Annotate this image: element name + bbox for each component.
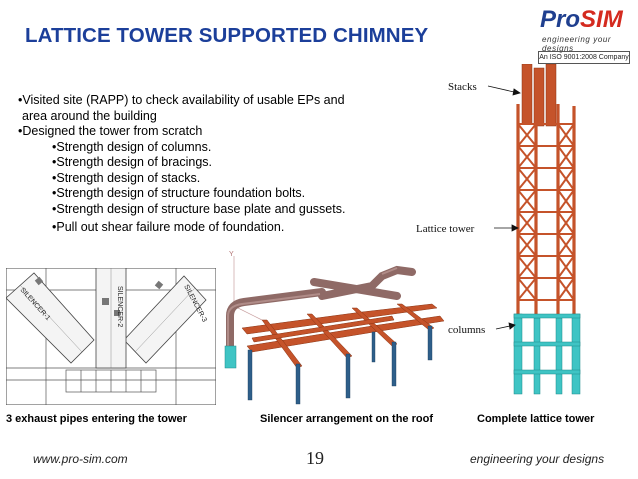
- bullet-list: •Visited site (RAPP) to check availabili…: [18, 93, 345, 236]
- footer-tagline: engineering your designs: [470, 452, 605, 466]
- callout-columns: columns: [448, 324, 485, 336]
- iso-badge: An ISO 9001:2008 Company: [538, 51, 630, 64]
- bullet-designed-tower: •Designed the tower from scratch: [18, 124, 203, 138]
- axis-y-label: Y: [229, 251, 234, 258]
- callout-lattice-tower: Lattice tower: [416, 223, 475, 235]
- logo-brand-pro: Pro: [540, 6, 581, 33]
- lattice-tower-render: Stacks Lattice tower columns: [416, 64, 581, 395]
- footer-url[interactable]: www.pro-sim.com: [33, 452, 128, 466]
- page-number: 19: [306, 448, 324, 468]
- sub-bullet-pull-out: •Pull out shear failure mode of foundati…: [52, 220, 285, 234]
- logo-brand: ProSIM: [540, 6, 623, 34]
- caption-lattice-tower: Complete lattice tower: [477, 413, 595, 425]
- sub-bullet-bracings: •Strength design of bracings.: [52, 155, 213, 169]
- caption-silencer-roof: Silencer arrangement on the roof: [260, 413, 433, 425]
- sub-bullet-bolts: •Strength design of structure foundation…: [52, 186, 306, 200]
- caption-exhaust-pipes: 3 exhaust pipes entering the tower: [6, 413, 187, 425]
- sub-bullet-base-plate: •Strength design of structure base plate…: [52, 201, 346, 216]
- label-silencer-2: SILENCER-2: [116, 286, 123, 327]
- silencer-roof-render: Y: [224, 251, 445, 405]
- bullet-site-visit-cont: area around the building: [22, 108, 157, 123]
- callout-stacks: Stacks: [448, 81, 477, 93]
- bullet-site-visit: •Visited site (RAPP) to check availabili…: [18, 93, 345, 107]
- sub-bullet-stacks: •Strength design of stacks.: [52, 170, 201, 185]
- logo-tagline: engineering your designs: [542, 35, 612, 53]
- sub-bullet-columns: •Strength design of columns.: [52, 139, 212, 154]
- prosim-logo: ProSIM engineering your designs An ISO 9…: [534, 6, 634, 66]
- logo-brand-sim: SIM: [580, 6, 623, 33]
- slide-title: LATTICE TOWER SUPPORTED CHIMNEY: [25, 24, 429, 47]
- exhaust-pipes-drawing: SILENCER-1 SILENCER-2 SILENCER-3: [6, 268, 216, 405]
